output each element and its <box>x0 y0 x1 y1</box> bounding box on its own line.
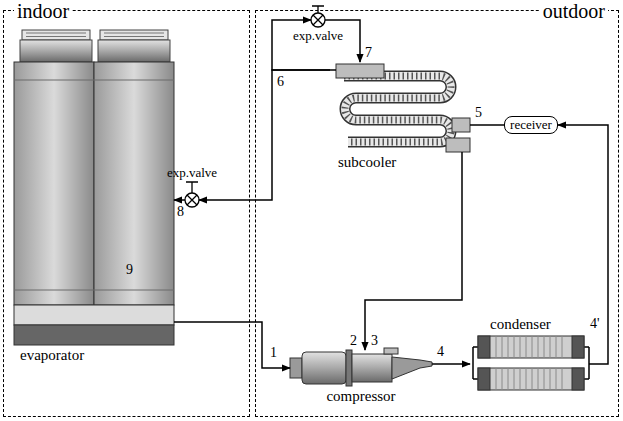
refrigerant-pipe <box>558 125 608 364</box>
valve-symbol <box>312 6 324 13</box>
valve-symbol <box>313 15 323 25</box>
compressor-unit <box>290 358 302 378</box>
condenser-unit <box>478 336 584 358</box>
valve-symbol <box>311 6 325 27</box>
indoor-region: indoorevaporatorexp.valve <box>4 11 249 416</box>
refrigerant-pipe <box>199 70 330 200</box>
evaporator-unit <box>20 40 92 62</box>
component-name: exp.valve <box>167 166 217 180</box>
subcooler-coil <box>336 64 384 78</box>
component-name: evaporator <box>20 347 84 364</box>
condenser-unit <box>478 336 490 358</box>
callout-number: 5 <box>475 105 482 120</box>
evaporator-unit <box>94 62 174 305</box>
callout-number: 4' <box>590 316 600 331</box>
subcooler-coil <box>344 76 451 142</box>
refrigerant-pipe <box>174 199 185 201</box>
callout-number: 1 <box>270 345 277 360</box>
valve-symbol <box>185 182 199 207</box>
compressor-unit <box>302 352 346 384</box>
callout-number: 8 <box>177 204 184 219</box>
valve-symbol <box>186 182 198 193</box>
evaporator-unit <box>14 62 94 305</box>
outdoor-region: outdoorexp.valvesubcoolerreceivercompres… <box>256 11 618 416</box>
callout-number: 9 <box>126 262 133 277</box>
compressor-unit <box>384 348 398 354</box>
valve-symbol <box>187 195 197 205</box>
compressor-unit <box>290 348 432 386</box>
condenser-unit <box>478 368 584 390</box>
condenser-unit <box>572 368 584 390</box>
expansion-valve: exp.valve <box>185 182 199 207</box>
refrigerant-pipe <box>272 20 330 70</box>
component-name: exp.valve <box>293 29 343 43</box>
component-name: compressor <box>326 388 395 405</box>
callout-number: 3 <box>371 333 378 348</box>
callout-number: 7 <box>365 45 372 60</box>
subcooler-coil <box>330 69 336 71</box>
expansion-valve: exp.valve <box>311 6 325 27</box>
condenser-unit <box>478 368 490 390</box>
evaporator-unit <box>14 305 174 325</box>
subcooler-coil <box>344 76 451 142</box>
callout-number: 4 <box>437 344 444 359</box>
condenser-unit <box>473 336 592 390</box>
refrigerant-pipe <box>174 322 290 368</box>
receiver: receiver <box>504 116 558 134</box>
compressor: compressor <box>290 350 432 386</box>
refrigerant-pipe <box>432 363 470 365</box>
evaporator-unit <box>14 80 174 290</box>
component-name: condenser <box>490 316 551 333</box>
condenser-unit <box>496 368 562 390</box>
subcooler-coil <box>452 118 470 132</box>
condenser: condenser <box>470 334 592 392</box>
valve-symbol <box>185 193 199 207</box>
evaporator-unit <box>104 33 164 37</box>
component-name: receiver <box>510 118 552 132</box>
callout-number: 6 <box>277 74 284 89</box>
condenser-unit <box>496 336 562 358</box>
subcooler-coil <box>330 64 470 152</box>
callout-number: 2 <box>350 333 357 348</box>
region-title: outdoor <box>540 0 608 22</box>
evaporator-unit <box>100 30 168 40</box>
evaporator-unit <box>14 325 174 345</box>
evaporator-unit <box>98 40 170 62</box>
compressor-unit <box>392 357 432 379</box>
compressor-unit <box>352 354 392 382</box>
region-title: indoor <box>14 0 72 22</box>
evaporator-unit <box>14 30 174 345</box>
refrigerant-pipe <box>470 124 504 126</box>
component-name: subcooler <box>338 154 396 171</box>
subcooler-coil <box>446 138 470 152</box>
evaporator: evaporator <box>14 28 174 345</box>
condenser-unit <box>572 336 584 358</box>
valve-symbol <box>311 13 325 27</box>
evaporator-unit <box>22 30 90 40</box>
subcooler: subcooler <box>330 62 470 152</box>
subcooler-coil <box>344 76 451 142</box>
evaporator-unit <box>26 33 86 37</box>
refrigerant-pipe <box>365 152 462 350</box>
compressor-unit <box>346 350 352 386</box>
